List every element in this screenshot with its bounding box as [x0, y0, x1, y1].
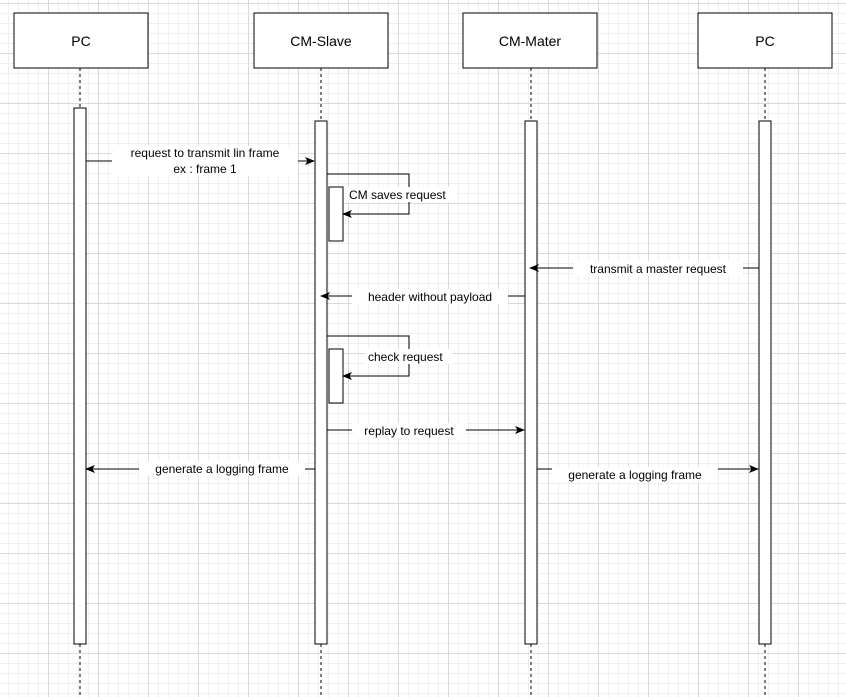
activation-pc-right[interactable] [758, 120, 772, 645]
message-label-line1: request to transmit lin frame [131, 146, 280, 160]
message-generate-logging-frame-left[interactable]: generate a logging frame [85, 461, 315, 476]
activation-cm-master[interactable] [524, 120, 538, 645]
message-transmit-master-request[interactable]: transmit a master request [529, 261, 759, 276]
message-label: check request [368, 350, 443, 364]
message-header-without-payload[interactable]: header without payload [320, 289, 525, 304]
message-replay-to-request[interactable]: replay to request [327, 423, 525, 438]
lifeline-cm-master[interactable]: CM-Mater [462, 12, 598, 69]
lifeline-pc-right[interactable]: PC [697, 12, 833, 69]
activation-pc-left[interactable] [73, 107, 87, 645]
message-label: CM saves request [349, 188, 446, 202]
message-request-transmit[interactable]: request to transmit lin frame ex : frame… [86, 146, 315, 176]
activation-cm-slave-check[interactable] [328, 348, 344, 404]
message-cm-saves-request[interactable]: CM saves request [327, 173, 457, 218]
lifeline-title: PC [71, 33, 90, 49]
lifeline-title: CM-Slave [290, 33, 352, 49]
lifeline-pc-left[interactable]: PC [13, 12, 149, 69]
message-label: transmit a master request [590, 262, 727, 276]
activation-cm-slave-save[interactable] [328, 186, 344, 242]
message-label: generate a logging frame [155, 462, 289, 476]
message-generate-logging-frame-right[interactable]: generate a logging frame [537, 465, 759, 482]
message-label: replay to request [364, 424, 454, 438]
message-check-request[interactable]: check request [327, 335, 452, 380]
lifeline-cm-slave[interactable]: CM-Slave [253, 12, 389, 69]
message-label: header without payload [368, 290, 492, 304]
message-label: generate a logging frame [568, 468, 702, 482]
activation-cm-slave[interactable] [314, 120, 328, 645]
lifeline-title: CM-Mater [499, 33, 562, 49]
lifeline-title: PC [755, 33, 774, 49]
message-label-line2: ex : frame 1 [173, 162, 237, 176]
